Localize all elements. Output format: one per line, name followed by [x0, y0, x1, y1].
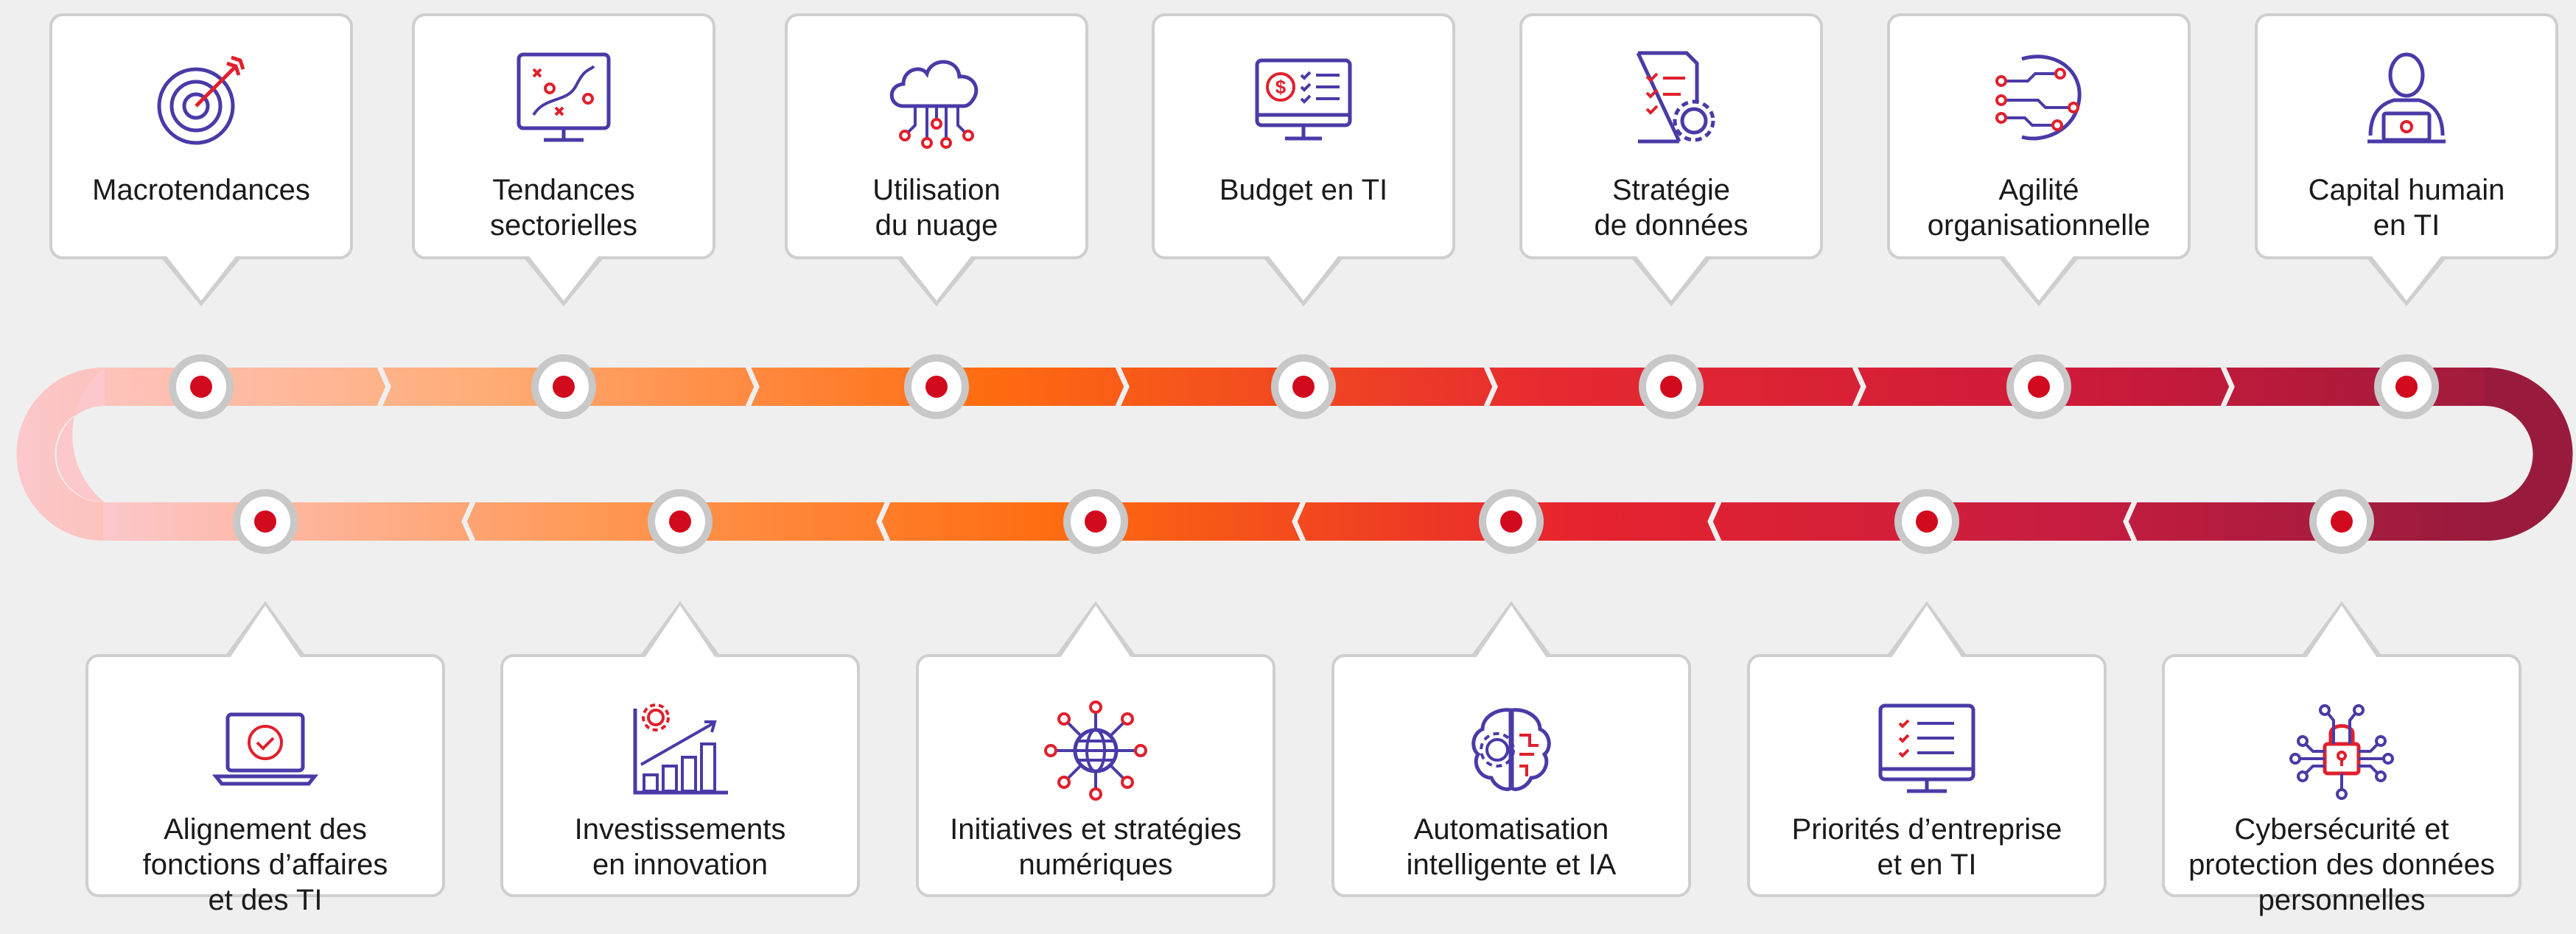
card-label: Budget en TI	[1219, 174, 1388, 206]
timeline-node	[233, 489, 298, 554]
card-pointer-fill	[900, 253, 973, 301]
card-pointer-fill	[1890, 605, 1964, 660]
track-chevron	[1852, 365, 1866, 408]
card-label: Initiatives et stratégies numériques	[950, 813, 1242, 881]
card-tendances-sectorielles: Tendances sectorielles	[412, 13, 715, 259]
card-label: Capital humain en TI	[2308, 174, 2505, 242]
track-chevron	[2123, 500, 2138, 543]
card-initiatives-numeriques: Initiatives et stratégies numériques	[916, 654, 1275, 897]
card-label: Automatisation intelligente et IA	[1406, 813, 1617, 881]
card-label: Agilité organisationnelle	[1927, 174, 2151, 242]
card-label: Alignement des fonctions d’affaires et d…	[142, 813, 388, 916]
card-label: Utilisation du nuage	[872, 174, 1001, 242]
card-strategie-de-donnees: Stratégie de données	[1519, 13, 1823, 259]
track-chevron	[377, 365, 391, 408]
track-chevron	[461, 500, 476, 543]
card-automatisation-intelligente: Automatisation intelligente et IA	[1331, 654, 1691, 897]
strategy-board-icon	[517, 52, 611, 142]
budget-monitor-icon: $	[1255, 58, 1352, 141]
monitor-checklist-icon	[1878, 703, 1975, 793]
card-pointer-fill	[1634, 253, 1708, 301]
timeline-node	[169, 354, 234, 419]
card-budget-en-ti: $ Budget en TI	[1152, 13, 1455, 259]
card-label: Stratégie de données	[1594, 174, 1749, 242]
card-label: Cybersécurité et protection des données …	[2188, 813, 2495, 916]
card-pointer-fill	[1267, 253, 1340, 301]
card-pointer-fill	[2305, 605, 2379, 660]
timeline-node	[648, 489, 713, 554]
timeline-node	[904, 354, 969, 419]
card-pointer-fill	[164, 253, 238, 301]
card-utilisation-du-nuage: Utilisation du nuage	[785, 13, 1088, 259]
timeline-node	[1271, 354, 1336, 419]
security-lock-icon	[2289, 704, 2394, 800]
track-chevron	[1115, 365, 1130, 408]
card-pointer-fill	[1059, 605, 1133, 660]
card-pointer-fill	[2002, 253, 2076, 301]
card-macrotendances: Macrotendances	[49, 13, 353, 259]
timeline-node	[1063, 489, 1128, 554]
card-investissements-en-innovation: Investissements en innovation	[500, 654, 860, 897]
card-label: Priorités d’entreprise et en TI	[1791, 813, 2062, 881]
track-chevron	[1292, 500, 1306, 543]
track-left-curve	[56, 368, 105, 502]
card-pointer-fill	[643, 605, 717, 660]
card-pointer-fill	[1474, 605, 1548, 660]
globe-network-icon	[1044, 700, 1147, 801]
track-chevron	[1483, 365, 1498, 408]
card-priorites-entreprise: Priorités d’entreprise et en TI	[1747, 654, 2107, 897]
cloud-icon	[889, 60, 979, 149]
brain-gear-icon	[1471, 708, 1551, 791]
timeline-node	[2006, 354, 2071, 419]
timeline-node	[1479, 489, 1544, 554]
card-alignement-des-fonctions: Alignement des fonctions d’affaires et d…	[85, 654, 445, 916]
card-agilite-organisationnelle: Agilité organisationnelle	[1887, 13, 2191, 259]
person-laptop-icon	[2367, 52, 2446, 144]
timeline-node	[1894, 489, 1959, 554]
card-pointer-fill	[2370, 253, 2443, 301]
target-icon	[157, 55, 245, 145]
timeline-node	[1639, 354, 1704, 419]
card-label: Macrotendances	[92, 174, 310, 206]
circuit-icon	[1995, 55, 2082, 141]
laptop-check-icon	[211, 712, 319, 786]
svg-text:$: $	[1275, 76, 1287, 98]
timeline-node	[2309, 489, 2374, 554]
track-chevron	[876, 500, 891, 543]
track-chevron	[1707, 500, 1722, 543]
track-chevron	[2220, 365, 2235, 408]
timeline-node	[2374, 354, 2439, 419]
track-chevron	[745, 365, 760, 408]
card-pointer-fill	[527, 253, 601, 301]
data-strategy-icon	[1636, 51, 1715, 144]
card-label: Tendances sectorielles	[489, 174, 638, 242]
card-label: Investissements en innovation	[574, 813, 786, 881]
growth-chart-icon	[633, 703, 728, 795]
card-cybersecurite: Cybersécurité et protection des données …	[2162, 654, 2521, 916]
track-right-curve	[2485, 368, 2572, 541]
timeline-node	[531, 354, 596, 419]
card-capital-humain-en-ti: Capital humain en TI	[2255, 13, 2558, 259]
card-pointer-fill	[228, 605, 302, 660]
